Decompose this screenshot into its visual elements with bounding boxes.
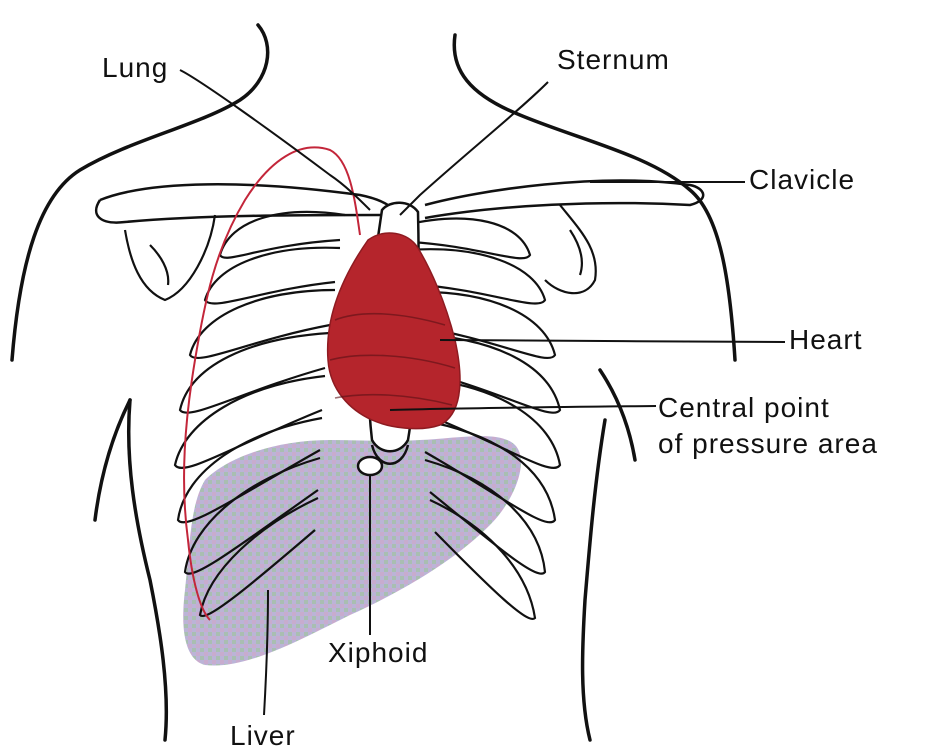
- label-xiphoid: Xiphoid: [328, 637, 428, 669]
- label-lung: Lung: [102, 52, 168, 84]
- label-clavicle: Clavicle: [749, 164, 855, 196]
- label-heart: Heart: [789, 324, 862, 356]
- label-central-line1: Central point: [658, 390, 878, 426]
- liver-region: [183, 436, 521, 665]
- label-central-point: Central point of pressure area: [658, 390, 878, 462]
- label-sternum: Sternum: [557, 44, 670, 76]
- label-central-line2: of pressure area: [658, 426, 878, 462]
- label-liver: Liver: [230, 720, 296, 752]
- heart-shape: [328, 233, 460, 429]
- lung-leader: [180, 70, 370, 210]
